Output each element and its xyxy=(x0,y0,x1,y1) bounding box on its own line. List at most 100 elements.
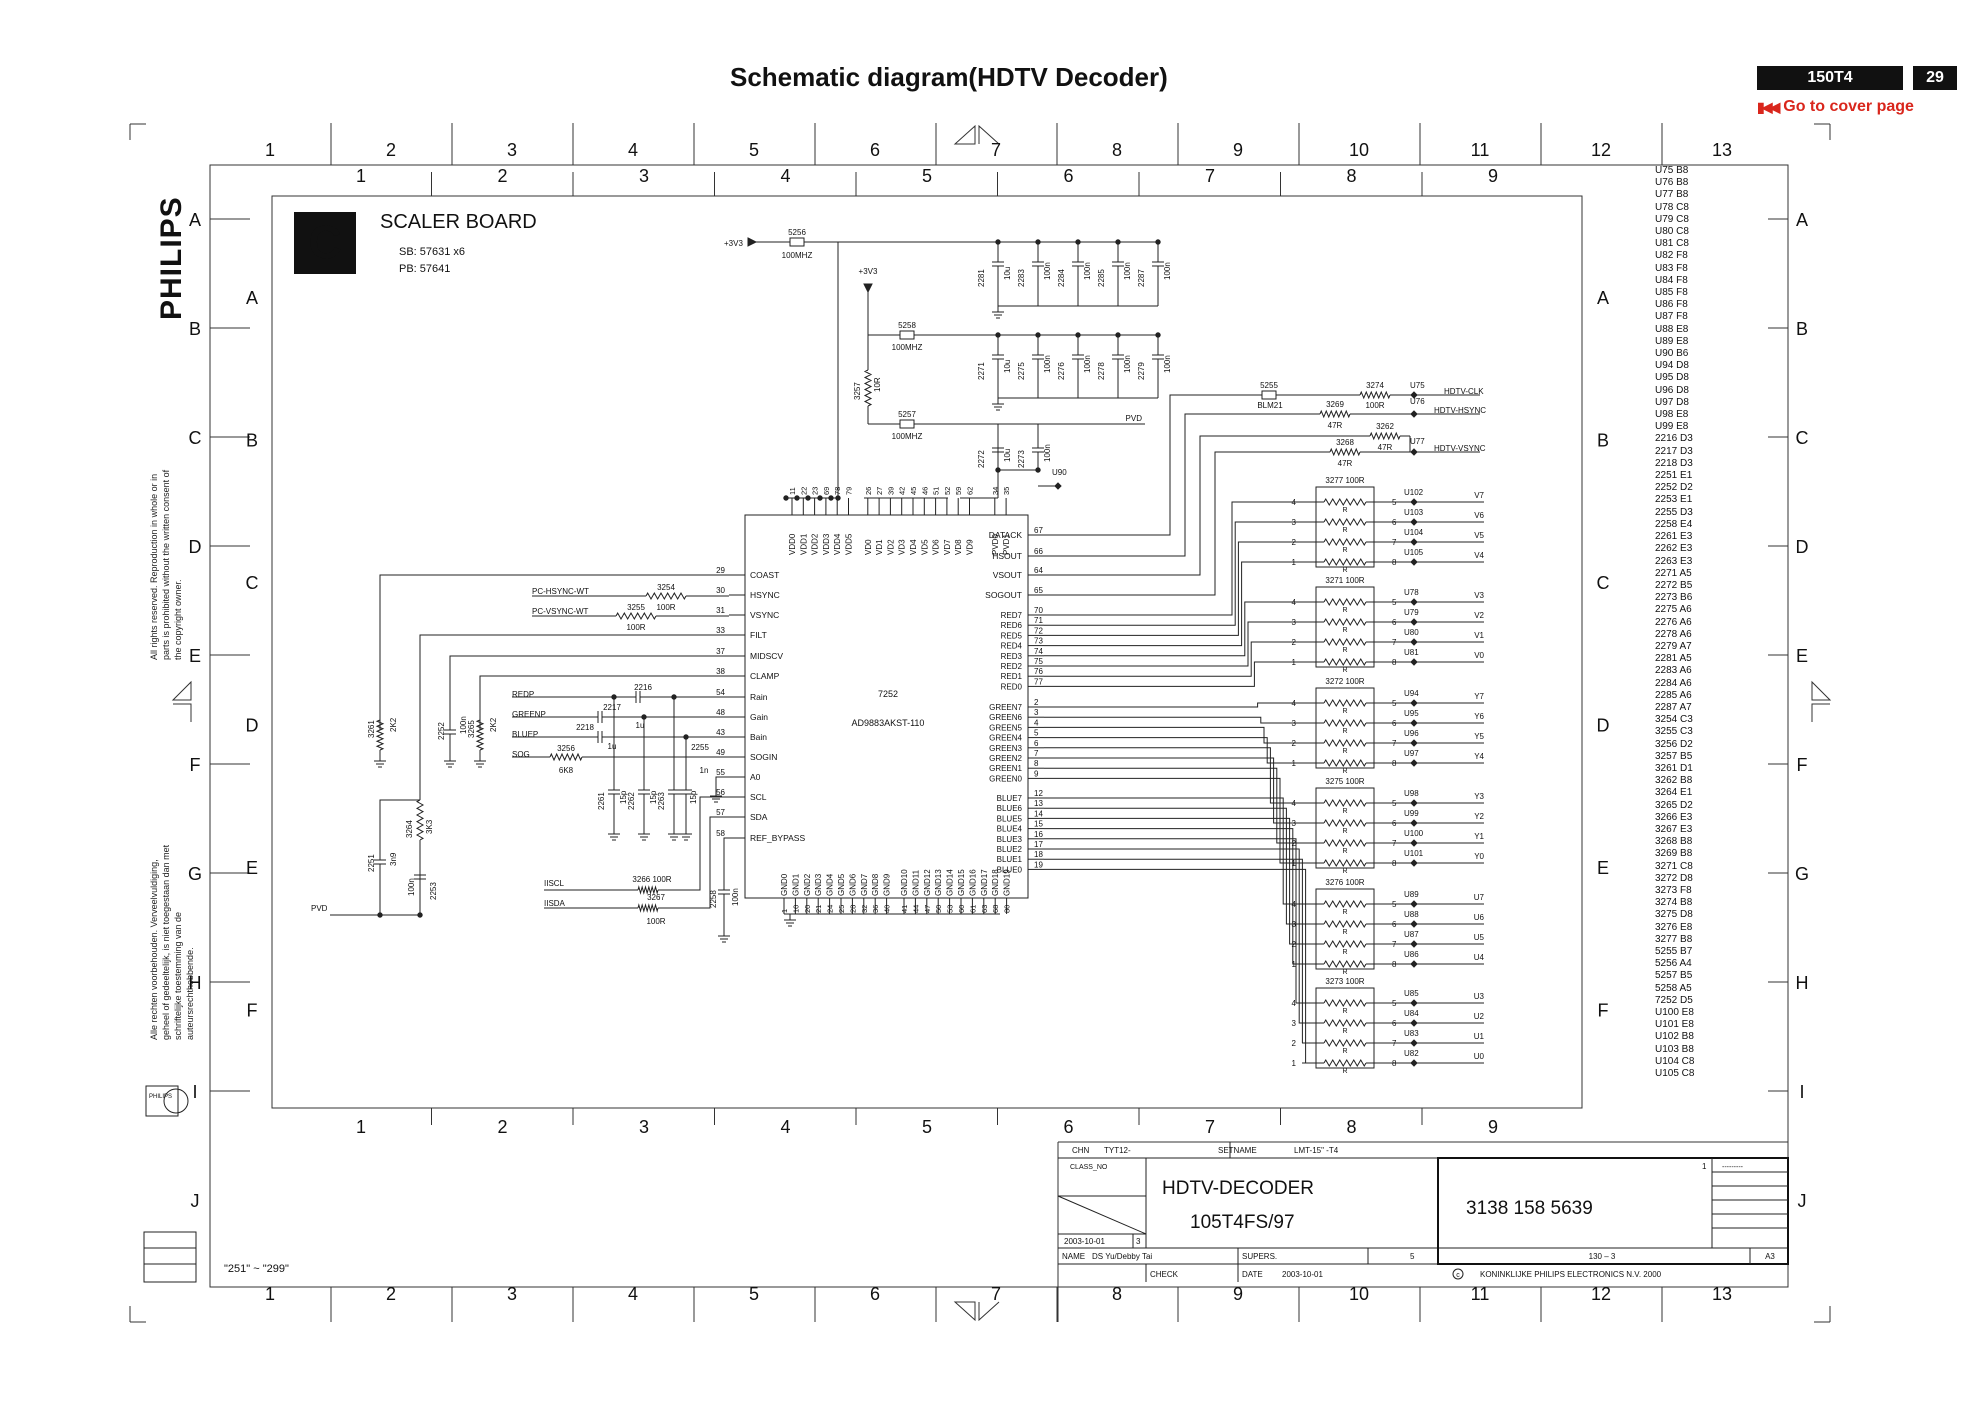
part-ref: 3266 100R xyxy=(632,875,671,884)
vsout-net xyxy=(1044,435,1370,576)
ic-pin-name: GND2 xyxy=(803,873,812,896)
ic-pin-name: BLUE0 xyxy=(997,865,1023,874)
part-value: 47R xyxy=(1378,443,1393,452)
pin-number: 3 xyxy=(1292,518,1297,527)
component-location-item: U104 C8 xyxy=(1655,1055,1695,1067)
junction-dot xyxy=(995,239,1001,245)
inner-col-label: 9 xyxy=(1488,1117,1498,1137)
grid-row-label: I xyxy=(192,1082,197,1102)
capacitor-2275 xyxy=(1032,354,1044,360)
pin-number: 4 xyxy=(1292,999,1297,1008)
ic-pin-name: VD7 xyxy=(943,539,952,555)
resistor-label: R xyxy=(1342,808,1347,815)
ic-pin-name: VD0 xyxy=(864,539,873,555)
pin-number: 3 xyxy=(1292,920,1297,929)
ic-pin-name: VDD0 xyxy=(788,533,797,555)
ic-pin-name: GREEN4 xyxy=(989,734,1022,743)
ic-pin-name: VD2 xyxy=(886,539,895,555)
part-value: 100MHZ xyxy=(892,432,923,441)
ic-pin-number: 26 xyxy=(864,487,873,495)
test-point-label: U104 xyxy=(1404,528,1424,537)
go-to-cover-link[interactable]: ▮◀◀ Go to cover page xyxy=(1757,98,1914,116)
pin-number: 5 xyxy=(1392,799,1397,808)
component-location-item: 3261 D1 xyxy=(1655,762,1693,774)
ic-pin-number: 55 xyxy=(716,768,725,777)
junction-dot xyxy=(1035,332,1041,338)
pin-number: 6 xyxy=(1392,518,1397,527)
ic-pin-name: GND9 xyxy=(883,873,892,896)
ic-pin-number: 52 xyxy=(943,487,952,495)
ic-pin-number: 65 xyxy=(1034,586,1043,595)
data-net xyxy=(1044,828,1302,965)
philips-shield-icon: PHILIPS xyxy=(145,1085,189,1117)
part-ref: 3272 100R xyxy=(1325,677,1364,686)
ground-icon xyxy=(784,914,796,927)
net-label: Y0 xyxy=(1474,852,1484,861)
inner-col-label: 7 xyxy=(1205,166,1215,186)
test-point-label: U75 xyxy=(1410,381,1425,390)
part-ref: 5257 xyxy=(898,410,916,419)
ic-pin-number: 32 xyxy=(860,905,869,913)
pin-number: 6 xyxy=(1392,819,1397,828)
pin-number: 4 xyxy=(1292,799,1297,808)
ic-pin-number: 47 xyxy=(923,905,932,913)
capacitor-2279 xyxy=(1152,354,1164,360)
test-point-label: U79 xyxy=(1404,608,1419,617)
inner-col-label: 6 xyxy=(1063,1117,1073,1137)
ic-pin-name: BLUE3 xyxy=(997,835,1023,844)
net-label: V4 xyxy=(1474,551,1484,560)
ic-pin-number: 4 xyxy=(1034,718,1039,727)
part-value: 100n xyxy=(1083,262,1092,280)
ic-pin-number: 73 xyxy=(1034,637,1043,646)
part-ref: 2283 xyxy=(1017,269,1026,287)
ic-pin-name: BLUE7 xyxy=(997,794,1023,803)
pin-number: 1 xyxy=(1292,759,1297,768)
ferrite-5258 xyxy=(899,330,915,340)
ic-pin-number: 14 xyxy=(1034,809,1043,818)
component-location-item: U101 E8 xyxy=(1655,1019,1694,1031)
ground-icon xyxy=(668,828,680,841)
ic-pin-name: RED4 xyxy=(1001,642,1023,651)
coast-net xyxy=(379,574,729,730)
data-net xyxy=(1044,817,1302,945)
ic-pin-number: 19 xyxy=(1034,860,1043,869)
ic-pin-number: 5 xyxy=(1034,729,1039,738)
component-location-item: 2287 A7 xyxy=(1655,701,1692,713)
part-ref: 2258 xyxy=(709,890,718,908)
part-ref: 3262 xyxy=(1376,422,1394,431)
net-label: U1 xyxy=(1474,1032,1485,1041)
component-location-item: 3268 B8 xyxy=(1655,836,1693,848)
ic-pin-number: 2 xyxy=(1034,698,1039,707)
ic-pin-name: VD1 xyxy=(875,539,884,555)
resistor-3264 xyxy=(415,799,425,841)
title-date: 2003-10-01 xyxy=(1282,1270,1323,1279)
title-chn-label: CHN xyxy=(1072,1146,1090,1155)
ic-pin-number: 10 xyxy=(791,905,800,913)
component-location-item: U77 B8 xyxy=(1655,189,1689,201)
test-point-icon xyxy=(1410,538,1418,546)
component-location-item: 2262 E3 xyxy=(1655,543,1693,555)
ic-pin-number: 54 xyxy=(716,688,725,697)
grid-col-label: 11 xyxy=(1471,140,1490,160)
resistor-label: R xyxy=(1342,647,1347,654)
component-location-item: 2261 E3 xyxy=(1655,531,1693,543)
ic-part: AD9883AKST-110 xyxy=(852,718,925,728)
ic-pin-name: GREEN7 xyxy=(989,703,1022,712)
resistor-3265 xyxy=(475,719,485,751)
capacitor-2285 xyxy=(1112,261,1124,267)
resistor-label: R xyxy=(1342,547,1347,554)
pin-number: 2 xyxy=(1292,638,1297,647)
component-location-item: 2255 D3 xyxy=(1655,506,1693,518)
component-location-item: U81 C8 xyxy=(1655,238,1689,250)
test-point-label: U94 xyxy=(1404,689,1419,698)
part-value: BLM21 xyxy=(1257,401,1283,410)
copyright-icon xyxy=(1452,1268,1464,1280)
test-point-icon xyxy=(1410,498,1418,506)
ic-pin-number: 12 xyxy=(1034,789,1043,798)
ic-pin-name: GND18 xyxy=(991,869,1000,896)
title-supers-label: SUPERS. xyxy=(1242,1252,1277,1261)
part-value: 100n xyxy=(1043,355,1052,373)
grid-row-label: B xyxy=(1796,319,1808,339)
resistor-label: R xyxy=(1342,607,1347,614)
net-label: PC-VSYNC-WT xyxy=(532,607,589,616)
